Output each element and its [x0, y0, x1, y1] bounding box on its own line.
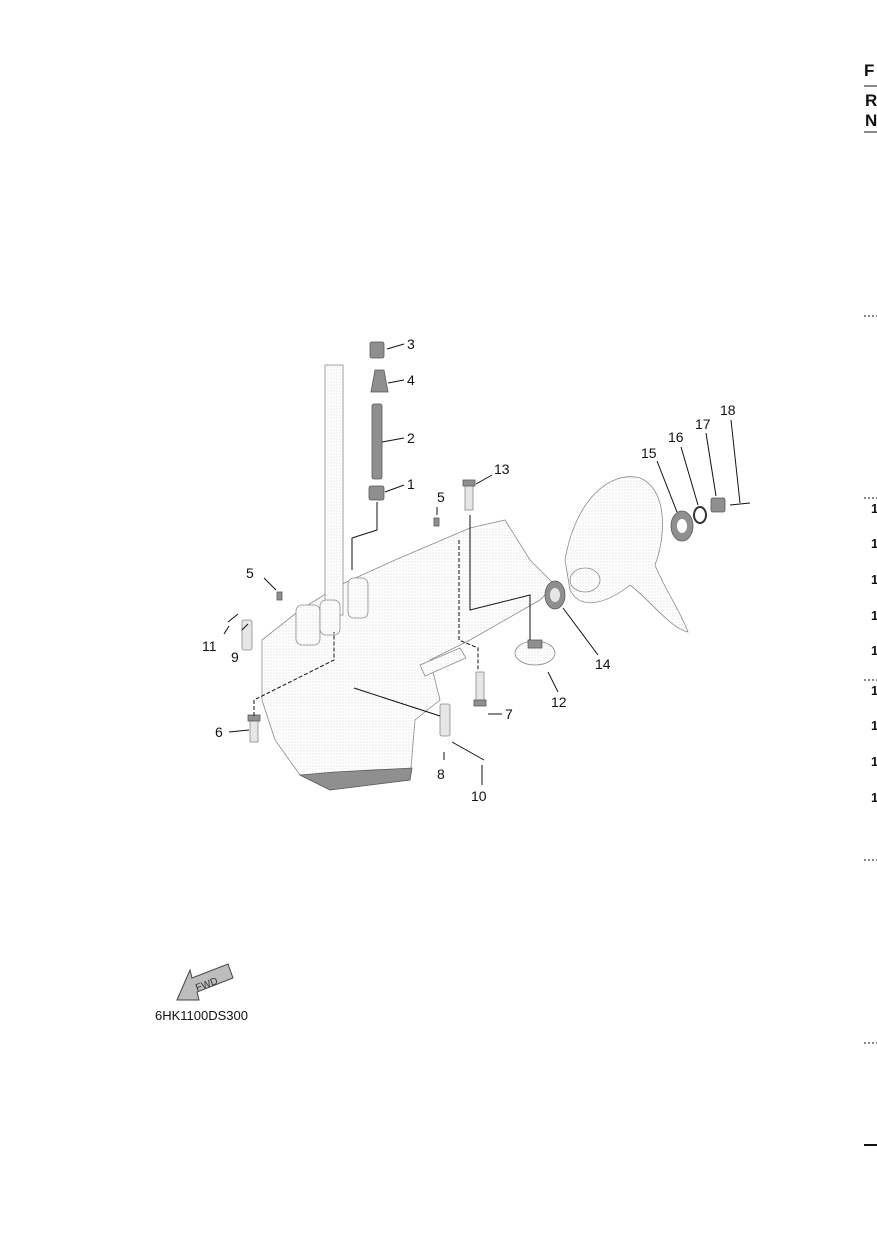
callout-6: 6 [215, 724, 223, 740]
part-14-seal [544, 580, 566, 610]
part-13-bolt [462, 479, 476, 511]
callout-18: 18 [720, 402, 736, 418]
svg-text:1: 1 [871, 572, 877, 587]
callout-3: 3 [407, 336, 415, 352]
part-6-bolt [247, 714, 261, 743]
callout-2: 2 [407, 430, 415, 446]
part-15-washer [670, 510, 694, 542]
callout-16: 16 [668, 429, 684, 445]
part-12-anode [514, 639, 556, 666]
part-2-rod [371, 403, 383, 480]
callout-1: 1 [407, 476, 415, 492]
edge-letter-r: R [865, 91, 877, 110]
propeller [564, 476, 689, 633]
leader-lines [223, 343, 741, 785]
drawing-code: 6HK1100DS300 [155, 1008, 248, 1023]
svg-text:1: 1 [871, 501, 877, 516]
part-11-screw [227, 613, 239, 623]
callout-17: 17 [695, 416, 711, 432]
right-edge-column: F R N 1 1 1 1 1 1 1 1 1 [864, 61, 877, 1146]
svg-text:1: 1 [871, 643, 877, 658]
fwd-arrow-icon: FWD [176, 963, 234, 1001]
callout-4: 4 [407, 372, 415, 388]
callout-11: 11 [202, 638, 217, 654]
callout-10: 10 [471, 788, 487, 804]
part-17-nut [710, 497, 726, 513]
part-5a-pin [433, 517, 440, 527]
part-3-cap [369, 341, 385, 359]
svg-text:1: 1 [871, 718, 877, 733]
callout-15: 15 [641, 445, 657, 461]
callout-5b: 5 [246, 565, 254, 581]
svg-text:1: 1 [871, 754, 877, 769]
part-4-cone [370, 369, 389, 393]
lower-unit-housing [261, 364, 556, 791]
part-5b-pin [276, 591, 283, 601]
svg-text:1: 1 [871, 608, 877, 623]
part-10-screw [451, 741, 485, 761]
callout-9: 9 [231, 649, 239, 665]
edge-letter-f: F [864, 61, 874, 80]
part-1-bushing [368, 485, 385, 501]
part-18-cotter-pin [729, 502, 751, 506]
callout-13: 13 [494, 461, 510, 477]
callouts: 3 4 2 1 5 13 5 11 9 6 7 8 10 12 14 15 16… [202, 336, 736, 804]
svg-text:1: 1 [871, 790, 877, 805]
callout-5a: 5 [437, 489, 445, 505]
callout-12: 12 [551, 694, 567, 710]
svg-text:1: 1 [871, 536, 877, 551]
svg-text:1: 1 [871, 683, 877, 698]
callout-7: 7 [505, 706, 513, 722]
callout-8: 8 [437, 766, 445, 782]
part-16-washer [693, 506, 707, 524]
part-7-bolt [473, 671, 487, 707]
part-8-anode [439, 703, 451, 737]
edge-letter-n: N [865, 111, 877, 130]
callout-14: 14 [595, 656, 611, 672]
